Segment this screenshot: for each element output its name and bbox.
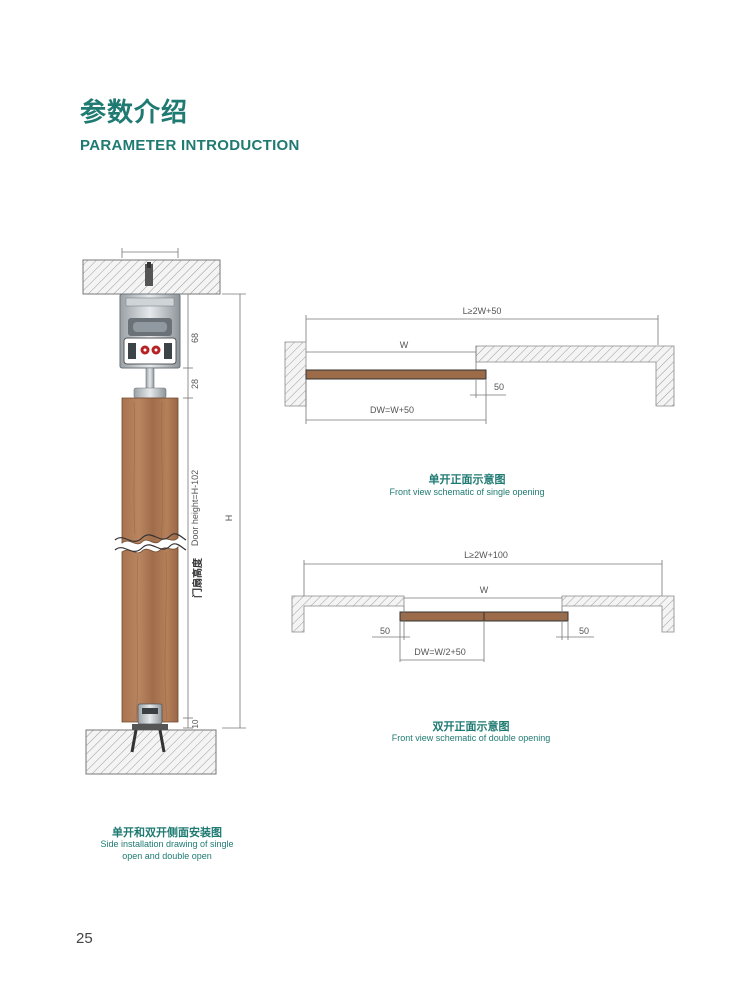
single-opening-caption-en: Front view schematic of single opening [389,487,545,497]
single-opening-diagram: L≥2W+50 W 50 DW=W+50 [284,306,675,424]
side-drawing-caption-en-line2: open and double open [122,851,212,861]
side-installation-drawing: 68 28 10 Door height=H-102 门扇高度 H [82,248,246,775]
page-number: 25 [76,930,93,947]
side-drawing-caption-cn: 单开和双开侧面安装图 [112,826,222,839]
dim-h-label: H [224,515,234,522]
double-opening-caption-cn: 双开正面示意图 [432,720,510,733]
page-title-en: PARAMETER INTRODUCTION [80,137,300,154]
single-dim-l-label: L≥2W+50 [463,306,502,316]
door-lower-panel [121,546,179,723]
door-height-en-label: Door height=H-102 [190,470,200,546]
single-opening-caption-cn: 单开正面示意图 [428,473,506,486]
double-opening-caption-en: Front view schematic of double opening [391,733,551,743]
single-dim-w-label: W [400,340,409,350]
floor-block [85,729,217,775]
dim-28-label: 28 [190,379,200,389]
single-dim-dw-label: DW=W+50 [370,405,414,415]
double-left-wall [291,595,405,633]
side-drawing-caption-en-line1: Side installation drawing of single [100,839,234,849]
rail-track [119,293,181,369]
double-dim-l-label: L≥2W+100 [464,550,508,560]
dim-68-label: 68 [190,333,200,343]
double-dim-w-label: W [480,585,489,595]
door-upper-panel [121,397,179,545]
double-dim-50-left-label: 50 [380,626,390,636]
double-opening-diagram: L≥2W+100 W 50 50 DW=W/2+50 [291,550,675,662]
double-dim-dw-label: DW=W/2+50 [414,647,466,657]
single-right-wall [475,345,675,407]
single-dim-50-label: 50 [494,382,504,392]
double-door-leaf-left [399,611,485,622]
page-title-cn: 参数介绍 [80,98,189,128]
double-door-leaf-right [483,611,569,622]
door-height-cn-label: 门扇高度 [191,557,204,598]
single-door-leaf [305,369,487,380]
single-left-wall [284,341,307,407]
dim-10-label: 10 [191,719,200,728]
double-dim-50-right-label: 50 [579,626,589,636]
